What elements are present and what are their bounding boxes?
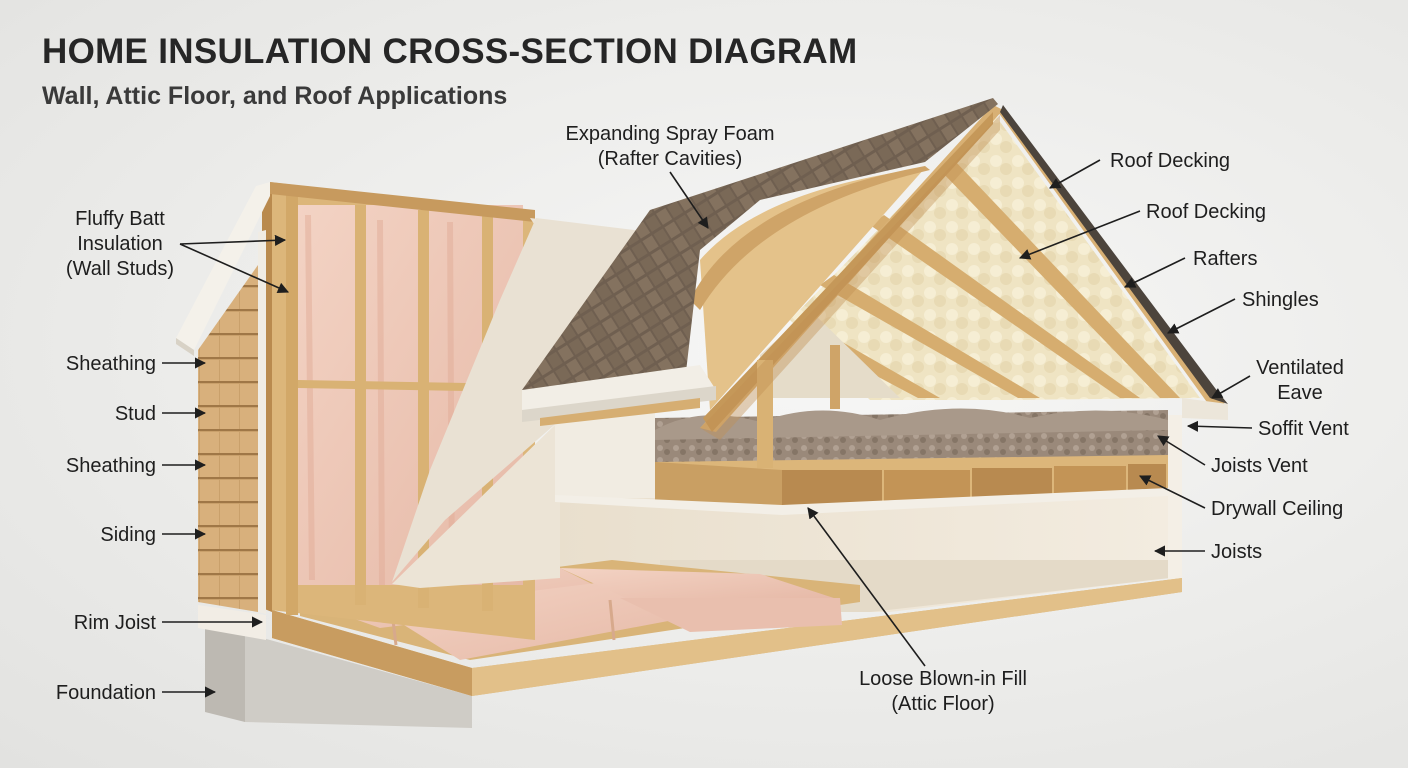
leader-rafters (1123, 257, 1186, 288)
label-drywall-ceiling: Drywall Ceiling (1211, 498, 1343, 520)
label-joists-vent: Joists Vent (1211, 455, 1308, 477)
page-subtitle: Wall, Attic Floor, and Roof Applications (42, 82, 508, 110)
label-spray-line1: Expanding Spray Foam (565, 123, 774, 145)
leader-spray-foam (669, 171, 709, 229)
attic-floor (555, 408, 1168, 515)
leader-batt-1 (179, 234, 287, 246)
exterior-siding (176, 182, 270, 640)
page-title: HOME INSULATION CROSS-SECTION DIAGRAM (42, 32, 858, 71)
label-stud: Stud (115, 403, 156, 425)
leader-eave (1211, 375, 1251, 399)
label-batt-line1: Fluffy Batt (75, 208, 165, 230)
label-eave-line2: Eave (1277, 382, 1323, 404)
label-batt-line3: (Wall Studs) (66, 258, 174, 280)
label-sheathing-bottom: Sheathing (66, 455, 156, 477)
label-batt-line2: Insulation (77, 233, 163, 255)
leader-roof-decking-2 (1018, 210, 1141, 260)
leader-drywall-ceiling (1138, 475, 1206, 509)
label-soffit-vent: Soffit Vent (1258, 418, 1349, 440)
labels: Fluffy Batt Insulation (Wall Studs) Shea… (56, 123, 1349, 715)
label-sheathing-top: Sheathing (66, 353, 156, 375)
leader-soffit-vent (1186, 420, 1253, 432)
label-shingles: Shingles (1242, 289, 1319, 311)
label-roof-decking-2: Roof Decking (1146, 201, 1266, 223)
label-joists: Joists (1211, 541, 1262, 563)
label-fill-line2: (Attic Floor) (891, 693, 994, 715)
label-eave-line1: Ventilated (1256, 357, 1344, 379)
label-foundation: Foundation (56, 682, 156, 704)
leader-roof-decking-1 (1049, 159, 1101, 189)
leader-joists-vent (1157, 435, 1206, 466)
leader-lines (162, 159, 1253, 698)
label-roof-decking-1: Roof Decking (1110, 150, 1230, 172)
label-rim-joist: Rim Joist (74, 612, 157, 634)
label-siding: Siding (100, 524, 156, 546)
leader-batt-2 (179, 243, 290, 294)
label-fill-line1: Loose Blown-in Fill (859, 668, 1027, 690)
label-rafters: Rafters (1193, 248, 1257, 270)
leader-shingles (1167, 298, 1236, 334)
label-spray-line2: (Rafter Cavities) (598, 148, 742, 170)
leader-blown-fill (807, 507, 926, 667)
